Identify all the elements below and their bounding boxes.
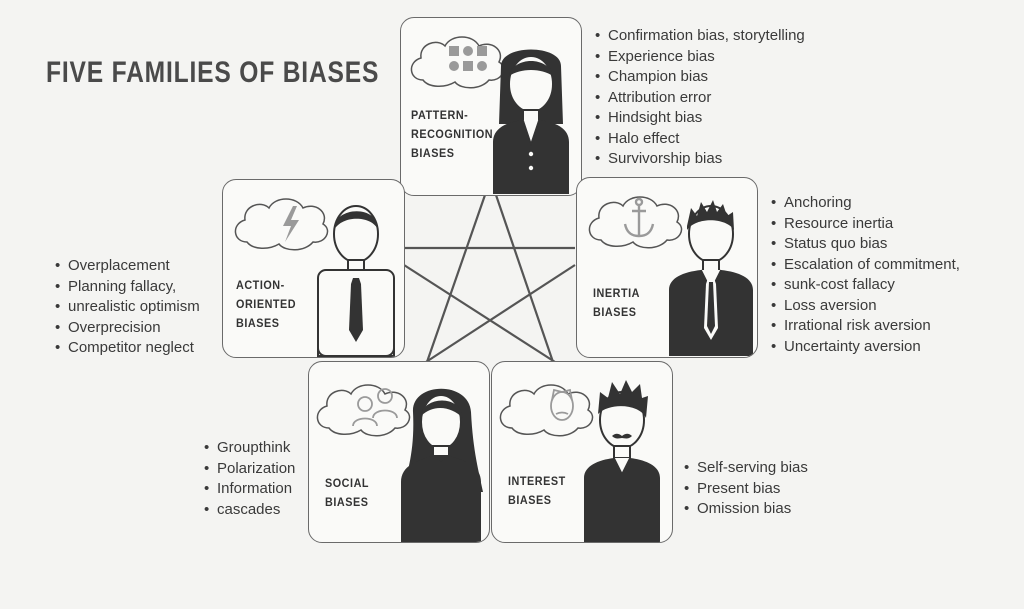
inertia-card: INERTIA BIASES <box>576 177 758 358</box>
action-oriented-label: ACTION- ORIENTED BIASES <box>236 278 297 330</box>
list-item: Escalation of commitment, <box>771 255 960 276</box>
list-item: sunk-cost fallacy <box>771 275 960 296</box>
social-figure-illustration <box>316 384 483 542</box>
action-oriented-bias-list: Overplacement Planning fallacy, unrealis… <box>55 256 200 359</box>
pattern-grid-icon <box>449 46 487 71</box>
list-item: Confirmation bias, storytelling <box>595 26 805 47</box>
interest-card: INTEREST BIASES <box>491 361 673 543</box>
pattern-figure-illustration <box>410 36 569 194</box>
list-item: Present bias <box>684 479 808 500</box>
list-item: Irrational risk aversion <box>771 316 960 337</box>
page-title: FIVE FAMILIES OF BIASES <box>46 56 380 89</box>
inertia-bias-list: Anchoring Resource inertia Status quo bi… <box>771 193 960 357</box>
list-item: Status quo bias <box>771 234 960 255</box>
list-item: Halo effect <box>595 129 805 150</box>
list-item: Overplacement <box>55 256 200 277</box>
action-figure-illustration <box>234 198 395 357</box>
list-item: cascades <box>204 500 295 521</box>
list-item: Self-serving bias <box>684 458 808 479</box>
list-item: Champion bias <box>595 67 805 88</box>
inertia-figure-illustration <box>588 196 753 356</box>
social-card: SOCIAL BIASES <box>308 361 490 543</box>
interest-label: INTEREST BIASES <box>508 474 566 507</box>
interest-bias-list: Self-serving bias Present bias Omission … <box>684 458 808 520</box>
anchor-icon <box>623 197 655 238</box>
pattern-recognition-label: PATTERN- RECOGNITION BIASES <box>411 108 494 160</box>
list-item: Omission bias <box>684 499 808 520</box>
list-item: Loss aversion <box>771 296 960 317</box>
connector-pattern-social <box>425 194 487 363</box>
pattern-recognition-card: PATTERN- RECOGNITION BIASES <box>400 17 582 196</box>
connector-inertia-social <box>425 264 576 363</box>
list-item: Information <box>204 479 295 500</box>
pattern-recognition-bias-list: Confirmation bias, storytelling Experien… <box>595 26 805 170</box>
connector-pattern-interest <box>494 194 555 363</box>
list-item: Survivorship bias <box>595 149 805 170</box>
list-item: Experience bias <box>595 47 805 68</box>
interest-figure-illustration <box>499 380 660 542</box>
people-icon <box>352 388 398 427</box>
list-item: Uncertainty aversion <box>771 337 960 358</box>
connector-action-interest <box>403 264 556 363</box>
inertia-label: INERTIA BIASES <box>593 286 640 319</box>
list-item: Attribution error <box>595 88 805 109</box>
social-bias-list: Groupthink Polarization Information casc… <box>204 438 295 520</box>
list-item: unrealistic optimism <box>55 297 200 318</box>
face-icon <box>550 388 574 421</box>
list-item: Overprecision <box>55 318 200 339</box>
list-item: Anchoring <box>771 193 960 214</box>
list-item: Planning fallacy, <box>55 277 200 298</box>
list-item: Competitor neglect <box>55 338 200 359</box>
list-item: Hindsight bias <box>595 108 805 129</box>
list-item: Groupthink <box>204 438 295 459</box>
list-item: Resource inertia <box>771 214 960 235</box>
social-label: SOCIAL BIASES <box>325 476 370 509</box>
lightning-icon <box>283 206 299 242</box>
action-oriented-card: ACTION- ORIENTED BIASES <box>222 179 405 358</box>
list-item: Polarization <box>204 459 295 480</box>
